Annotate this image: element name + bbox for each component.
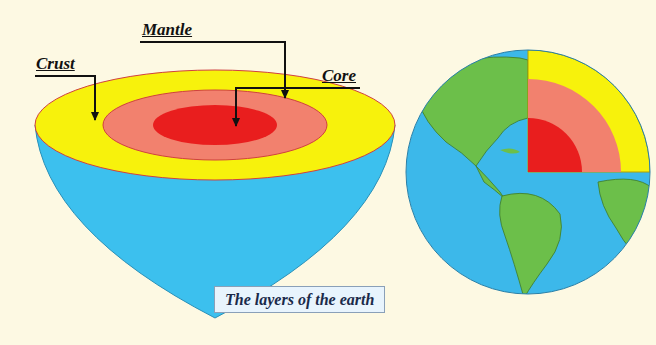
globe [406,50,652,298]
part-label: Crust [36,55,75,74]
core-layer [153,105,277,145]
crust-layer [35,70,395,180]
mantle-layer [103,90,327,160]
part-label: Core [322,67,356,86]
leader-line [236,88,360,126]
leader-line [35,76,95,120]
caption-box: The layers of the earth [214,286,385,313]
part-label: Mantle [142,21,192,40]
leader-line [140,42,285,98]
